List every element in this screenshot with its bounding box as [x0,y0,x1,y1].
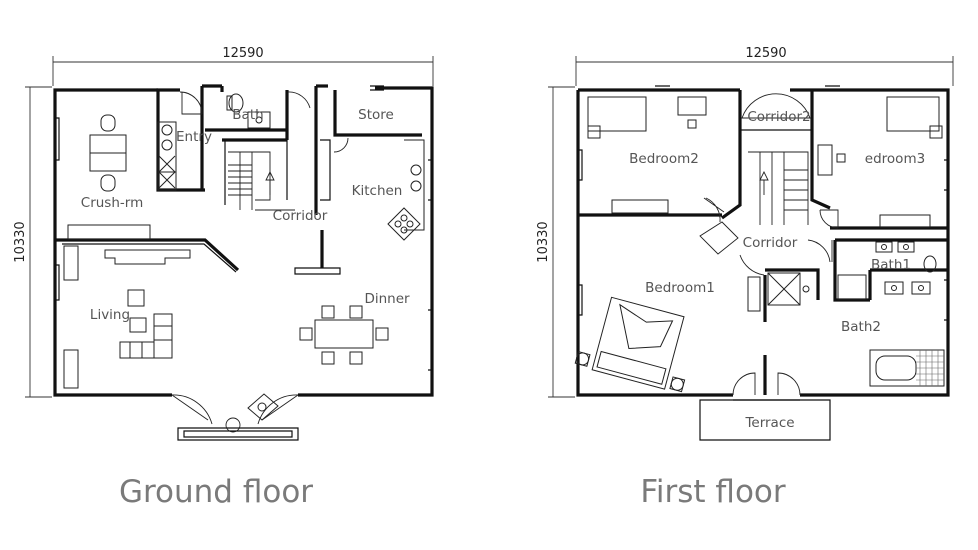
ground-height-label: 10330 [13,221,28,262]
room-label-bedroom2: Bedroom2 [629,151,699,167]
first-height-dimension: 10330 [536,86,575,398]
crush-room-table [89,114,127,192]
ground-height-dimension: 10330 [13,86,52,398]
bath2-fixtures [767,272,945,387]
first-width-label: 12590 [745,46,786,61]
first-corridor-landing [699,221,739,255]
first-interior-walls [578,90,948,395]
room-label-corridor: Corridor [273,208,328,224]
ground-width-label: 12590 [222,46,263,61]
entry-cabinet [157,121,177,191]
room-label-terrace: Terrace [744,415,794,431]
room-label-bath1: Bath1 [871,257,911,273]
room-label-first-corridor: Corridor [743,235,798,251]
first-floor-plan: 12590 10330 [536,46,954,510]
ground-bath-fixtures [226,93,271,129]
room-label-living: Living [90,307,130,323]
bath-door-swing [287,91,311,109]
corridor2-landing [741,93,811,119]
kitchen-counter [387,139,425,241]
first-width-dimension: 12590 [575,46,954,86]
front-door-left [171,394,213,425]
crush-room-bench [67,224,151,240]
room-label-store: Store [358,107,394,123]
ground-staircase [228,151,295,211]
living-sofa [63,245,191,389]
bedroom1-wardrobe [747,276,761,312]
room-label-crush-rm: Crush-rm [81,195,143,211]
room-label-bedroom3: edroom3 [865,151,925,167]
first-floor-caption: First floor [640,474,786,510]
bedroom3-furniture [817,96,943,228]
room-label-dinner: Dinner [364,291,410,307]
entry-door-swing [179,91,203,115]
ground-width-dimension: 12590 [52,46,434,86]
first-height-label: 10330 [536,221,551,262]
dining-table [299,305,389,365]
first-outer-walls [576,85,950,397]
room-label-corridor2: Corridor2 [747,109,810,125]
bedroom2-furniture [587,96,707,214]
room-label-kitchen: Kitchen [352,183,403,199]
ground-floor-plan: 12590 10330 [13,46,434,510]
front-door-right [257,394,299,425]
room-label-bedroom1: Bedroom1 [645,280,715,296]
ground-outer-walls [53,84,434,397]
ground-floor-caption: Ground floor [119,474,313,510]
first-staircase [748,151,809,225]
bedroom1-bed [574,296,686,393]
room-label-bath2: Bath2 [841,319,881,335]
terrace-doors [732,372,801,396]
ground-interior-walls [55,128,341,275]
room-label-bath: Bath [232,107,263,123]
bath1-fixtures [875,241,937,273]
room-label-entry: Entry [176,129,212,145]
